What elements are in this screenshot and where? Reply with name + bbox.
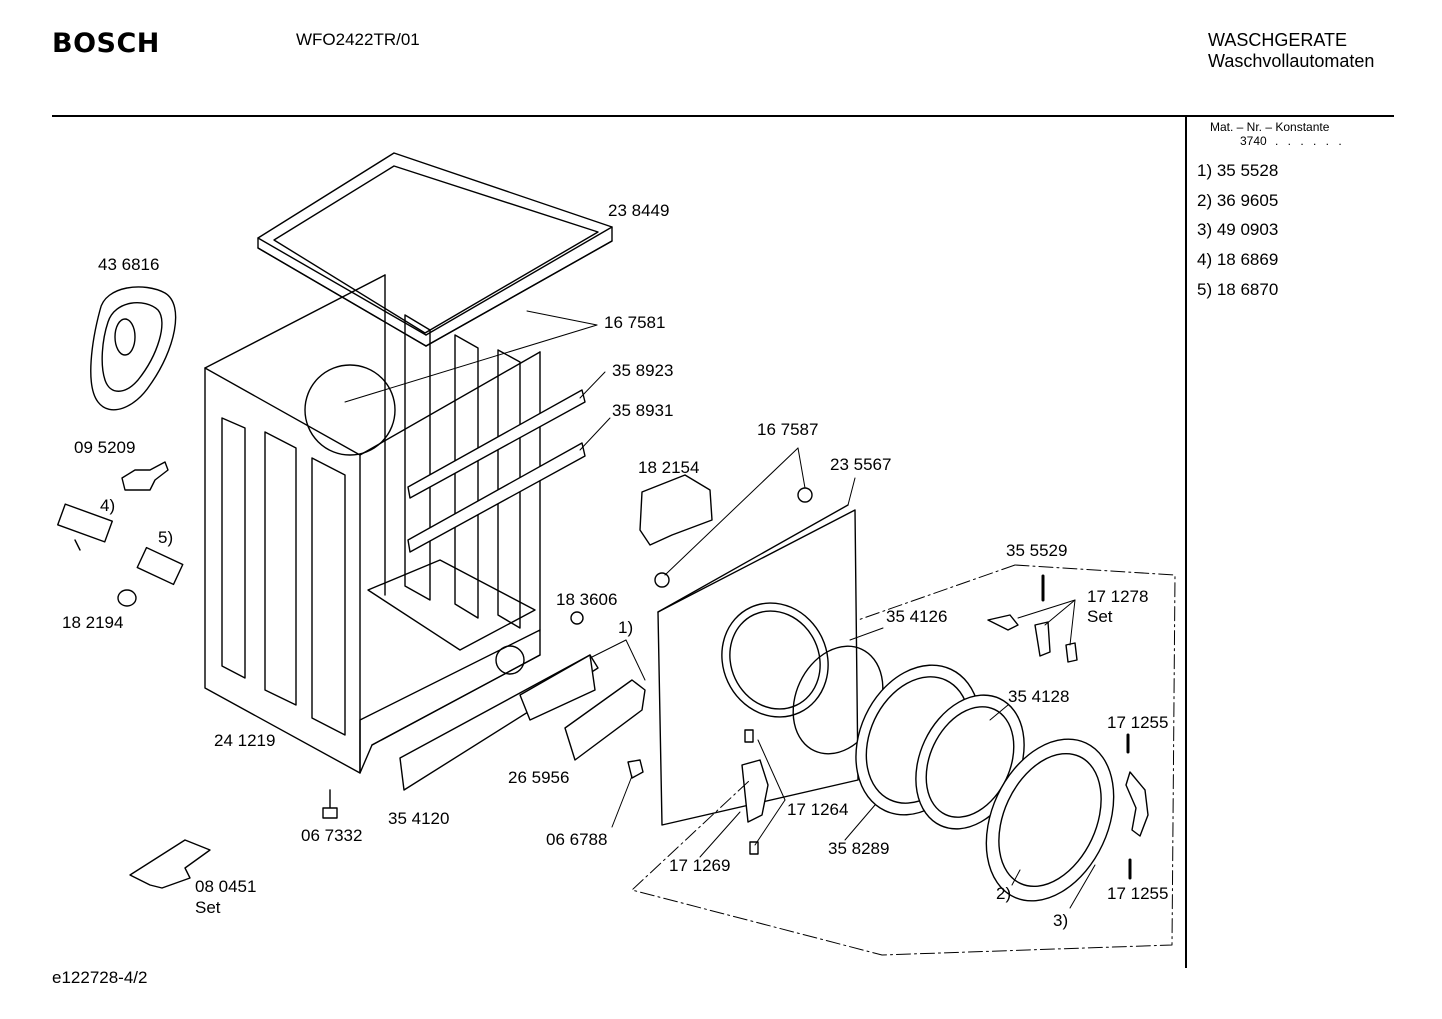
feet-bracket-drawing — [129, 789, 338, 889]
part-label: Set — [195, 898, 221, 917]
header-divider — [52, 115, 1394, 117]
part-label: 35 4120 — [388, 809, 450, 828]
cross-braces-drawing — [407, 389, 586, 553]
top-lid-drawing — [257, 152, 613, 347]
leader-lines-drawing — [344, 310, 1096, 909]
part-label: 23 8449 — [608, 201, 670, 220]
part-label: 18 3606 — [556, 590, 618, 609]
small-parts-left-drawing — [57, 461, 584, 625]
part-label: 4) — [100, 496, 116, 515]
cabinet-frame-drawing — [204, 274, 541, 774]
sidebar-item: 3) 49 0903 — [1197, 220, 1279, 239]
back-cover-drawing — [90, 286, 177, 411]
part-label: 35 4128 — [1008, 687, 1070, 706]
part-label: 2) — [996, 884, 1012, 903]
hinge-parts-drawing — [741, 614, 1078, 855]
drawing-id: e122728-4/2 — [52, 968, 148, 987]
part-label: 3) — [1053, 911, 1069, 930]
model-number: WFO2422TR/01 — [296, 30, 420, 49]
part-label: 1) — [618, 618, 634, 637]
part-label: 09 5209 — [74, 438, 136, 457]
sidebar-item: 1) 35 5528 — [1197, 161, 1279, 180]
sidebar-item: 4) 18 6869 — [1197, 250, 1279, 269]
part-label: 06 7332 — [301, 826, 363, 845]
part-label: 17 1255 — [1107, 884, 1169, 903]
set-outline-drawing — [631, 564, 1176, 956]
part-label: 43 6816 — [98, 255, 160, 274]
sidebar-item: 5) 18 6870 — [1197, 280, 1279, 299]
constant-value: 3740 — [1240, 134, 1267, 148]
part-label: 17 1269 — [669, 856, 731, 875]
category-title: WASCHGERATE — [1208, 30, 1348, 50]
part-label: 35 8289 — [828, 839, 890, 858]
part-label: 35 8931 — [612, 401, 674, 420]
part-label: 08 0451 — [195, 877, 257, 896]
door-ring-drawing — [792, 574, 1149, 902]
part-label: Set — [1087, 607, 1113, 626]
part-label: 26 5956 — [508, 768, 570, 787]
part-label: 17 1264 — [787, 800, 849, 819]
part-label: 5) — [158, 528, 174, 547]
sidebar-item: 2) 36 9605 — [1197, 191, 1279, 210]
category-subtitle: Waschvollautomaten — [1208, 51, 1375, 71]
part-label: 06 6788 — [546, 830, 608, 849]
detergent-drawer-drawing — [399, 654, 646, 791]
part-label: 16 7587 — [757, 420, 819, 439]
door-lock-drawing — [639, 474, 813, 588]
part-label: 35 5529 — [1006, 541, 1068, 560]
part-label: 18 2154 — [638, 458, 700, 477]
part-label: 16 7581 — [604, 313, 666, 332]
sidebar-divider — [1185, 116, 1187, 968]
constant-label: Mat. – Nr. – Konstante — [1210, 120, 1330, 134]
brand-logo: BOSCH — [52, 28, 160, 59]
constant-dots: . . . . . . — [1275, 134, 1345, 148]
part-label: 35 4126 — [886, 607, 948, 626]
part-label: 35 8923 — [612, 361, 674, 380]
part-label: 17 1255 — [1107, 713, 1169, 732]
part-label: 23 5567 — [830, 455, 892, 474]
part-label: 24 1219 — [214, 731, 276, 750]
part-label: 17 1278 — [1087, 587, 1149, 606]
part-label: 18 2194 — [62, 613, 124, 632]
